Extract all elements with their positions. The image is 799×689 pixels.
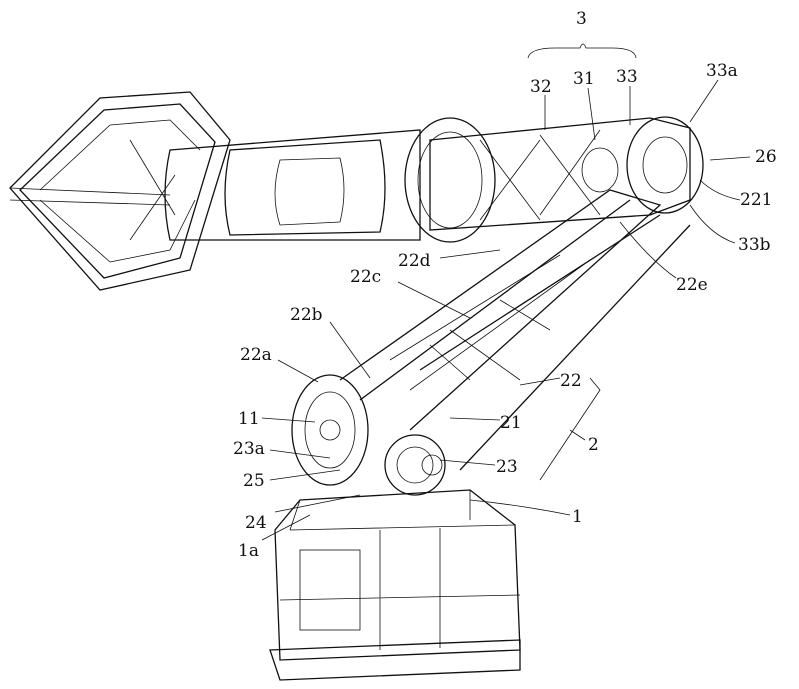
label-2: 2 xyxy=(588,435,599,455)
label-21: 21 xyxy=(500,413,522,433)
label-1a: 1a xyxy=(238,541,259,561)
label-22: 22 xyxy=(560,371,582,391)
label-11: 11 xyxy=(238,409,260,429)
gripper-frame xyxy=(9,91,231,291)
label-22b: 22b xyxy=(290,305,323,325)
arm-body xyxy=(164,117,496,243)
label-22c: 22c xyxy=(350,267,381,287)
shoulder-joint xyxy=(291,374,446,496)
label-26: 26 xyxy=(755,147,777,167)
label-31: 31 xyxy=(573,69,595,89)
leader-lines xyxy=(261,43,751,541)
label-23: 23 xyxy=(496,457,518,477)
label-24: 24 xyxy=(245,513,267,533)
label-33a: 33a xyxy=(706,61,738,81)
label-25: 25 xyxy=(243,471,265,491)
label-33: 33 xyxy=(616,67,638,87)
wrist-module xyxy=(429,116,704,231)
boom-truss xyxy=(339,189,691,471)
label-22d: 22d xyxy=(398,251,431,271)
label-22e: 22e xyxy=(676,275,708,295)
label-23a: 23a xyxy=(233,439,265,459)
label-33b: 33b xyxy=(738,235,771,255)
base xyxy=(269,489,521,681)
label-221: 221 xyxy=(740,190,772,210)
label-3: 3 xyxy=(576,9,587,29)
label-22a: 22a xyxy=(240,345,272,365)
label-32: 32 xyxy=(530,77,552,97)
label-1: 1 xyxy=(572,507,583,527)
